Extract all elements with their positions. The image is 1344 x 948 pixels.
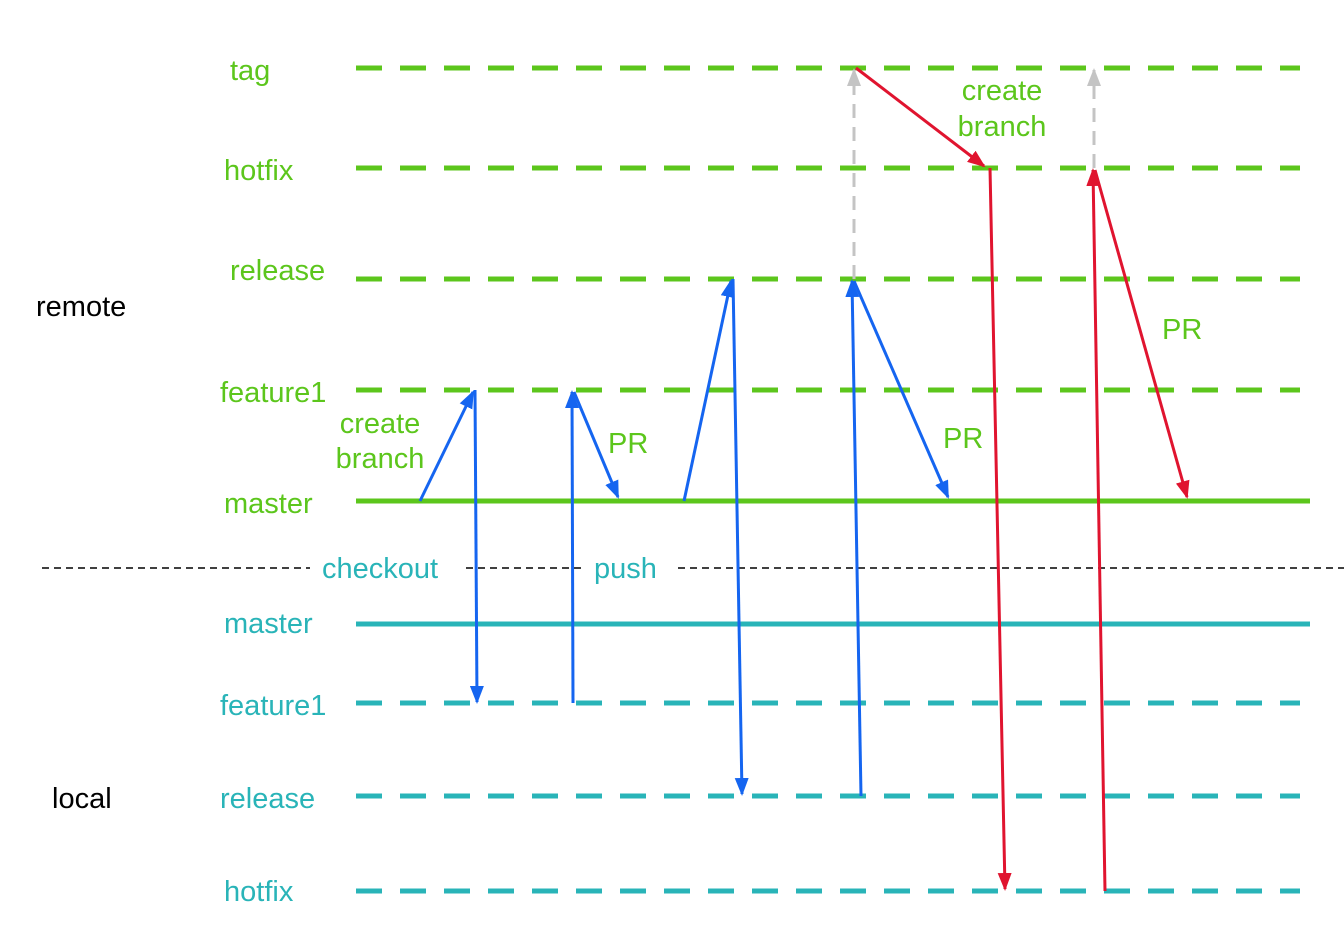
remote-release-label: release	[230, 255, 325, 287]
remote-feature1-label: feature1	[220, 377, 326, 409]
create-hotfix-arrow	[855, 66, 986, 168]
pr-label-release: PR	[943, 423, 983, 455]
push-label: push	[594, 553, 657, 585]
checkout-feature1-arrow	[469, 389, 484, 704]
pr-label-feature1: PR	[608, 428, 648, 460]
checkout-release-arrow	[731, 278, 749, 796]
pr-feature1-to-master-arrow	[572, 391, 620, 499]
checkout-hotfix-arrow	[988, 167, 1012, 891]
create-branch-left-label-line1: create	[340, 408, 421, 440]
remote-section-label: remote	[36, 291, 126, 323]
local-feature1-label: feature1	[220, 690, 326, 722]
pr-label-hotfix: PR	[1162, 314, 1202, 346]
create-feature1-arrow	[418, 390, 475, 502]
local-hotfix-label: hotfix	[224, 876, 294, 908]
create-release-arrow	[682, 279, 735, 502]
push-feature1-arrow	[565, 390, 580, 704]
local-master-label: master	[224, 608, 313, 640]
checkout-label: checkout	[322, 553, 438, 585]
create-branch-top-label-line1: create	[962, 75, 1043, 107]
remote-tag-label: tag	[230, 55, 270, 87]
push-hotfix-arrow	[1086, 168, 1107, 892]
local-release-label: release	[220, 783, 315, 815]
push-release-arrow	[845, 279, 863, 797]
local-section-label: local	[52, 783, 112, 815]
create-branch-left-label-line2: branch	[336, 443, 425, 475]
remote-master-label: master	[224, 488, 313, 520]
pr-release-to-master-arrow	[852, 280, 950, 499]
pr-hotfix-to-master-arrow	[1093, 169, 1190, 499]
remote-hotfix-label: hotfix	[224, 155, 294, 187]
create-branch-top-label-line2: branch	[958, 111, 1047, 143]
